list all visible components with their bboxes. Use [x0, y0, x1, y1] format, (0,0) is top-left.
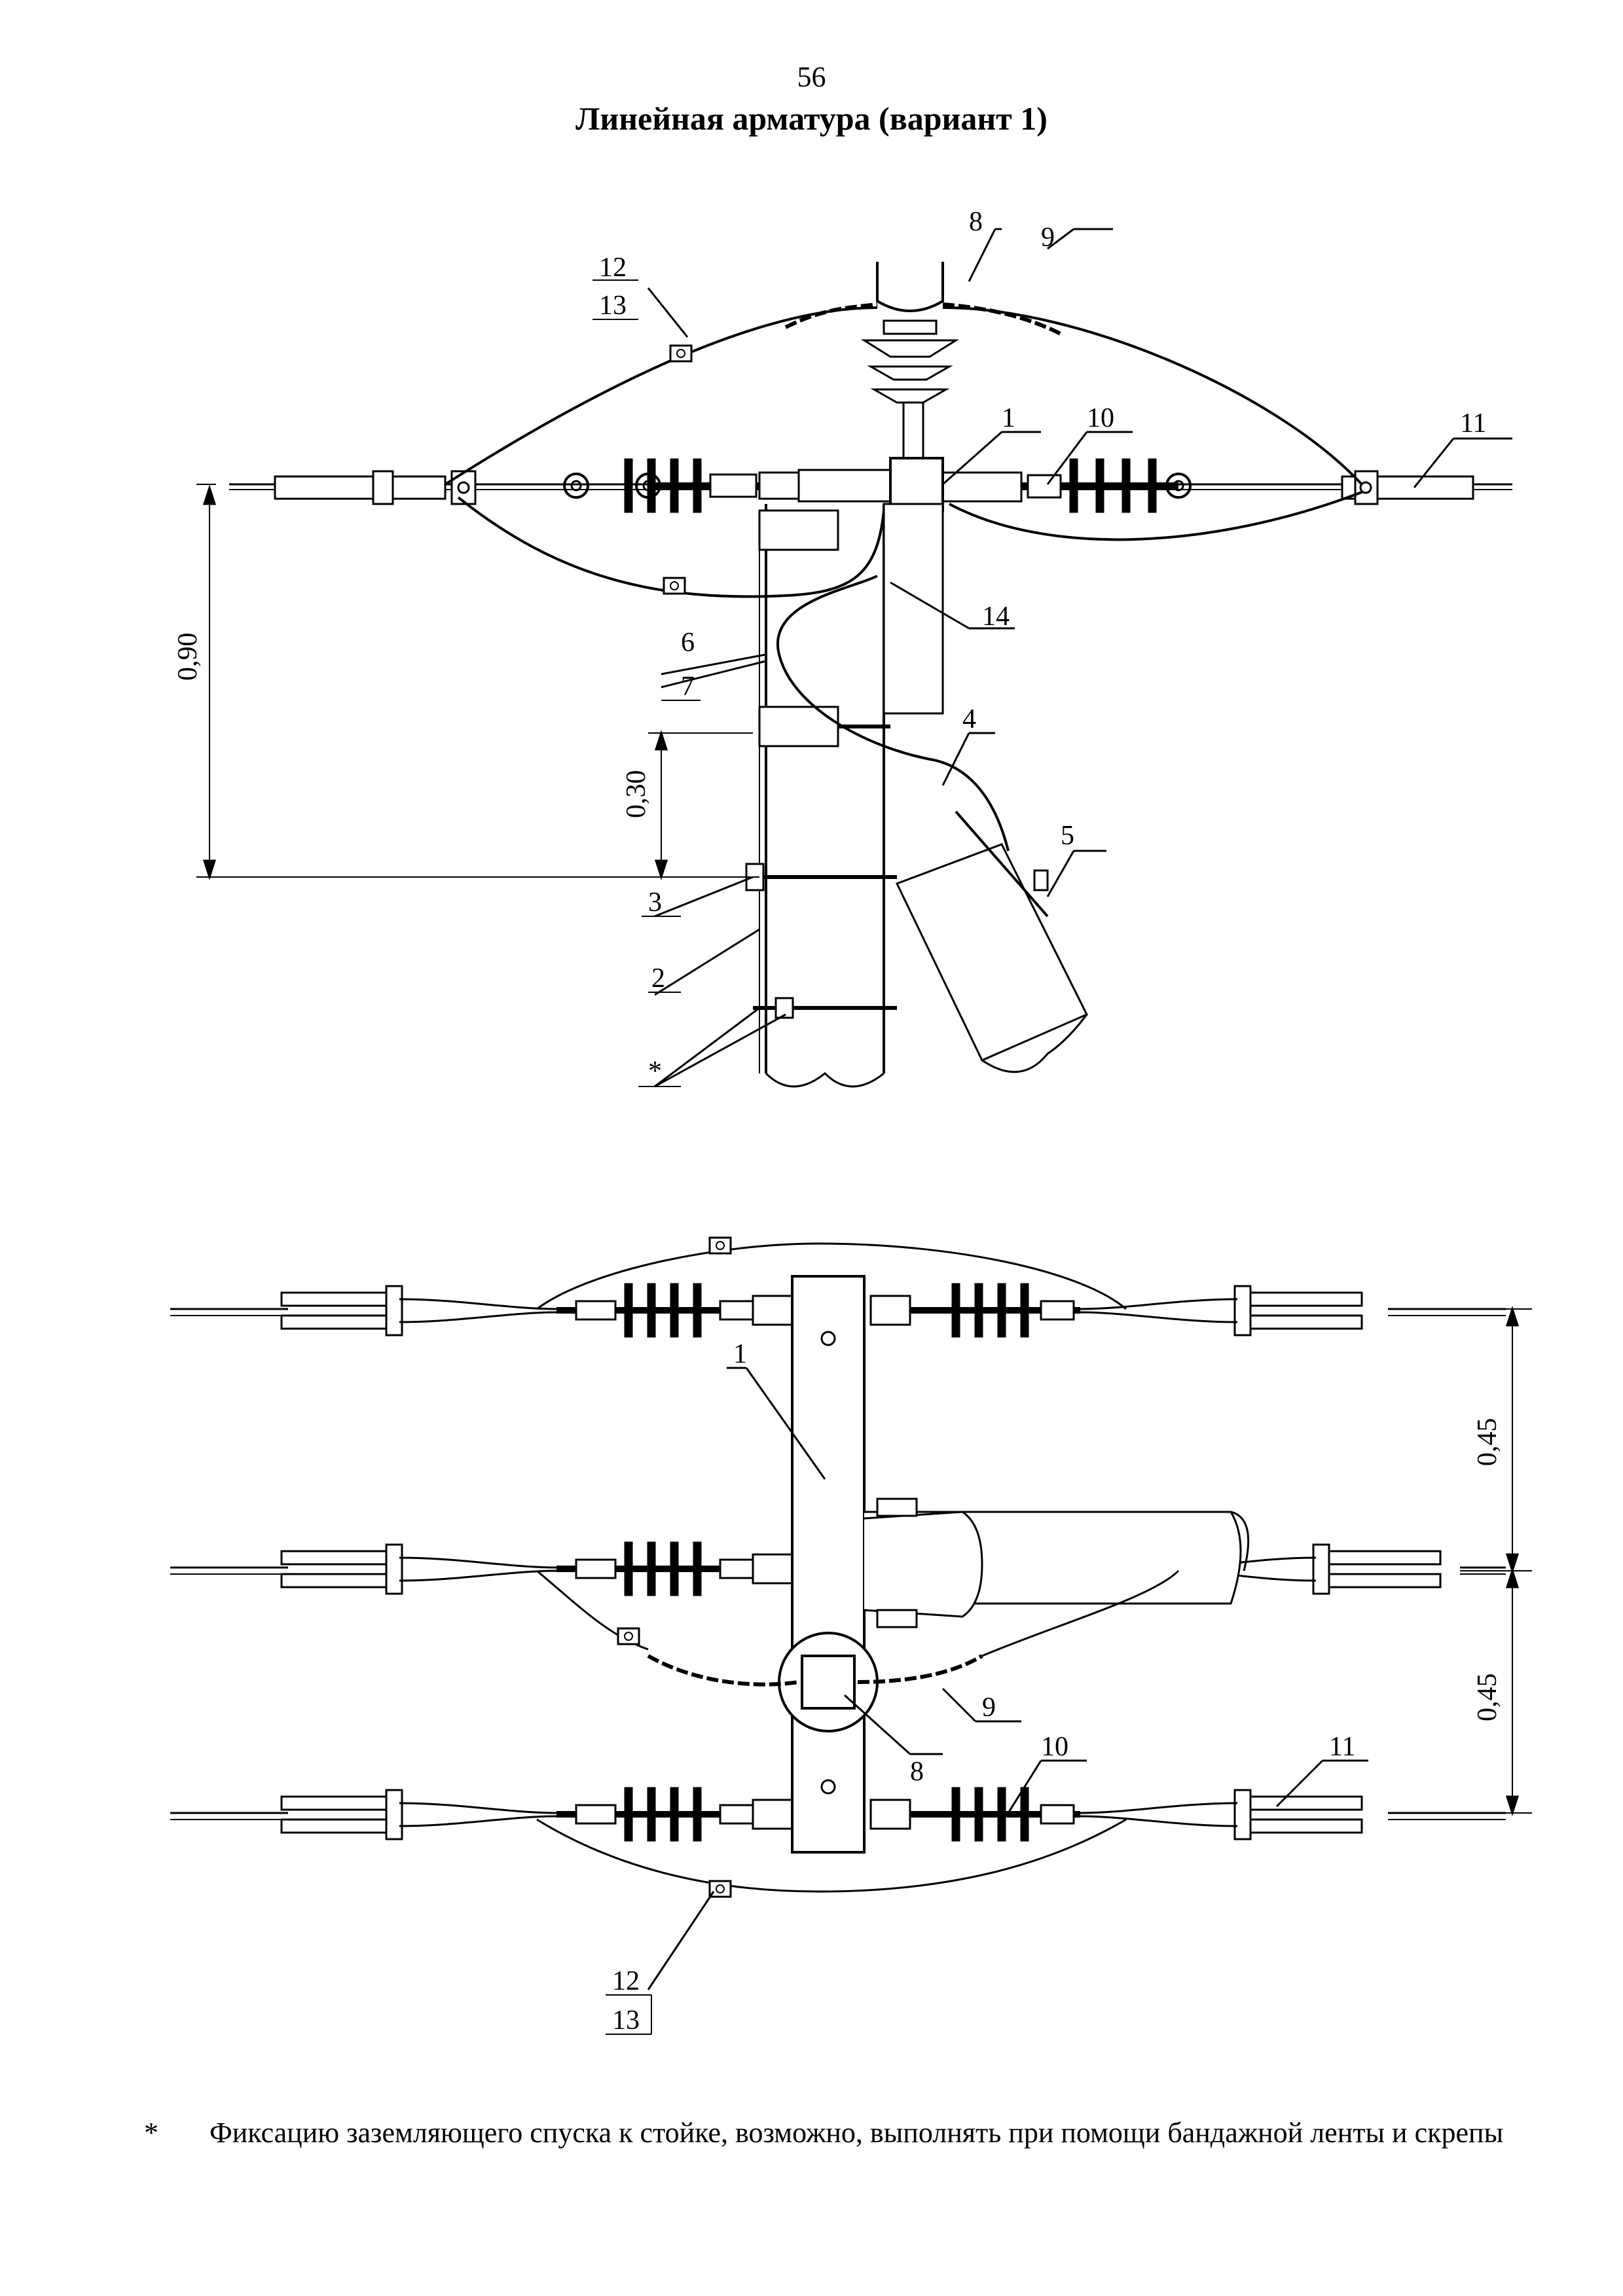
callout-2: 2	[651, 963, 665, 994]
callout-10: 10	[1087, 403, 1114, 433]
page-title: Линейная арматура (вариант 1)	[575, 100, 1048, 137]
footnote-text: Фиксацию заземляющего спуска к стойке, в…	[210, 2117, 1504, 2149]
callout-1: 1	[1002, 403, 1015, 433]
callout-11: 11	[1460, 408, 1486, 439]
callout-5: 5	[1061, 821, 1074, 851]
callout-1-bottom: 1	[733, 1339, 747, 1369]
callout-9-bottom: 9	[982, 1693, 996, 1723]
bottom-view	[170, 1236, 1532, 1990]
dimension-045-a: 0,45	[1472, 1418, 1503, 1467]
bottom-view-labels: 1 8 9 10 11 12 13 0,45 0,45	[612, 1339, 1503, 2036]
footnote: * Фиксацию заземляющего спуска к стойке, …	[144, 2111, 1519, 2155]
dimension-090: 0,90	[173, 633, 203, 681]
top-view-labels: 8 9 12 13 1 10 11 14 6 7 4 5 3 2 * 0,90 …	[173, 207, 1486, 1086]
callout-7: 7	[681, 672, 695, 702]
callout-4: 4	[962, 704, 976, 734]
callout-11-bottom: 11	[1329, 1732, 1355, 1762]
page-number: 56	[797, 61, 826, 93]
inclined-strut	[895, 810, 1089, 1073]
left-tension-clamp	[274, 470, 477, 505]
pole	[765, 503, 944, 1088]
callout-12: 12	[599, 253, 627, 283]
callout-8: 8	[969, 207, 983, 237]
callout-14: 14	[982, 601, 1010, 632]
post-insulator	[860, 262, 960, 469]
callout-13-bottom: 13	[612, 2005, 640, 2036]
callout-10-bottom: 10	[1041, 1732, 1068, 1762]
callout-3: 3	[648, 888, 662, 918]
callout-9: 9	[1041, 223, 1055, 253]
callout-13: 13	[599, 291, 627, 321]
callout-6: 6	[681, 628, 695, 658]
callout-star: *	[648, 1056, 662, 1086]
dimension-030: 0,30	[621, 770, 651, 819]
left-clamps	[280, 1285, 403, 1840]
callout-8-bottom: 8	[910, 1757, 924, 1787]
footnote-mark: *	[144, 2117, 158, 2149]
right-clamps	[1233, 1285, 1442, 1840]
left-insulator-string	[563, 458, 892, 513]
callout-12-bottom: 12	[612, 1966, 640, 1996]
dimension-045-b: 0,45	[1472, 1674, 1503, 1722]
right-insulator-string	[941, 458, 1192, 513]
right-tension-clamp	[1341, 470, 1474, 505]
top-view	[196, 228, 1512, 1088]
